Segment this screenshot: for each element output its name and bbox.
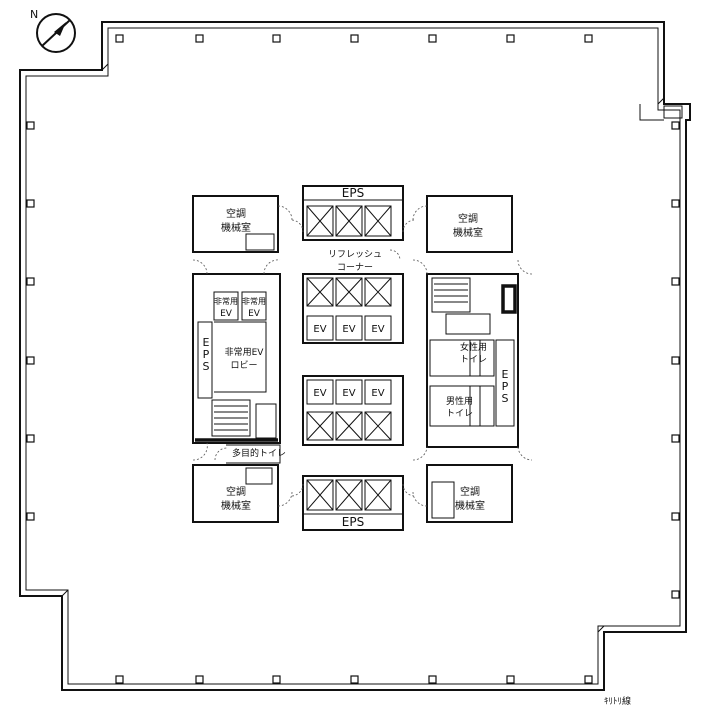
compass-icon: N	[30, 8, 76, 53]
eps-bottom-label: EPS	[342, 515, 364, 529]
elevator-label: EV	[342, 324, 355, 335]
ahu-room-label-line1: 空調	[460, 485, 480, 498]
refresh-corner-label-line2: コーナー	[337, 262, 373, 273]
building-outline	[19, 21, 691, 691]
mens-toilet-label-line1: 男性用	[446, 395, 473, 407]
ahu-room-top-left: 空調 機械室	[192, 195, 293, 253]
elevator-bank-upper: EV EV EV	[302, 273, 404, 344]
mens-toilet-label-line2: トイレ	[446, 409, 473, 419]
ahu-room-bottom-left: 空調 機械室	[192, 464, 293, 523]
ahu-room-label-line2: 機械室	[221, 221, 251, 234]
emergency-lobby-label-line1: 非常用EV	[225, 346, 265, 358]
emergency-ev-label-line2: EV	[248, 309, 261, 319]
eps-bottom-block: EPS	[291, 475, 415, 531]
ahu-room-label-line1: 空調	[226, 485, 246, 498]
multipurpose-toilet: 多目的トイレ	[214, 444, 286, 464]
elevator-label: EV	[313, 324, 326, 335]
emergency-ev-label-line2: EV	[220, 309, 233, 319]
ahu-room-bottom-right: 空調 機械室	[412, 464, 513, 523]
bottom-right-note: ｷﾘﾄﾘ線	[604, 695, 631, 705]
emergency-ev-label-line1: 非常用	[214, 296, 238, 306]
compass-north-label: N	[30, 8, 38, 21]
door-swings	[192, 259, 281, 461]
elevator-label: EV	[371, 388, 384, 399]
womens-toilet-label-line2: トイレ	[460, 355, 487, 365]
ahu-room-label-line2: 機械室	[455, 499, 485, 512]
womens-toilet-label-line1: 女性用	[460, 341, 487, 353]
emergency-lobby-label-line2: ロビー	[230, 360, 257, 371]
ahu-room-label-line1: 空調	[226, 207, 246, 220]
ahu-room-label-line1: 空調	[458, 212, 478, 225]
multipurpose-toilet-label: 多目的トイレ	[232, 447, 286, 459]
refresh-corner: リフレッシュ コーナー	[328, 249, 401, 273]
emergency-ev-label-line1: 非常用	[242, 296, 266, 306]
ahu-room-top-right: 空調 機械室	[412, 195, 513, 253]
eps-top-label: EPS	[342, 186, 364, 200]
elevator-label: EV	[371, 324, 384, 335]
ahu-room-label-line2: 機械室	[221, 499, 251, 512]
refresh-corner-label-line1: リフレッシュ	[328, 250, 382, 260]
elevator-label: EV	[342, 388, 355, 399]
perimeter-columns	[26, 34, 680, 684]
ahu-room-label-line2: 機械室	[453, 226, 483, 239]
elevator-bank-lower: EV EV EV	[302, 375, 404, 446]
eps-top-block: EPS	[291, 185, 415, 241]
elevator-label: EV	[313, 388, 326, 399]
